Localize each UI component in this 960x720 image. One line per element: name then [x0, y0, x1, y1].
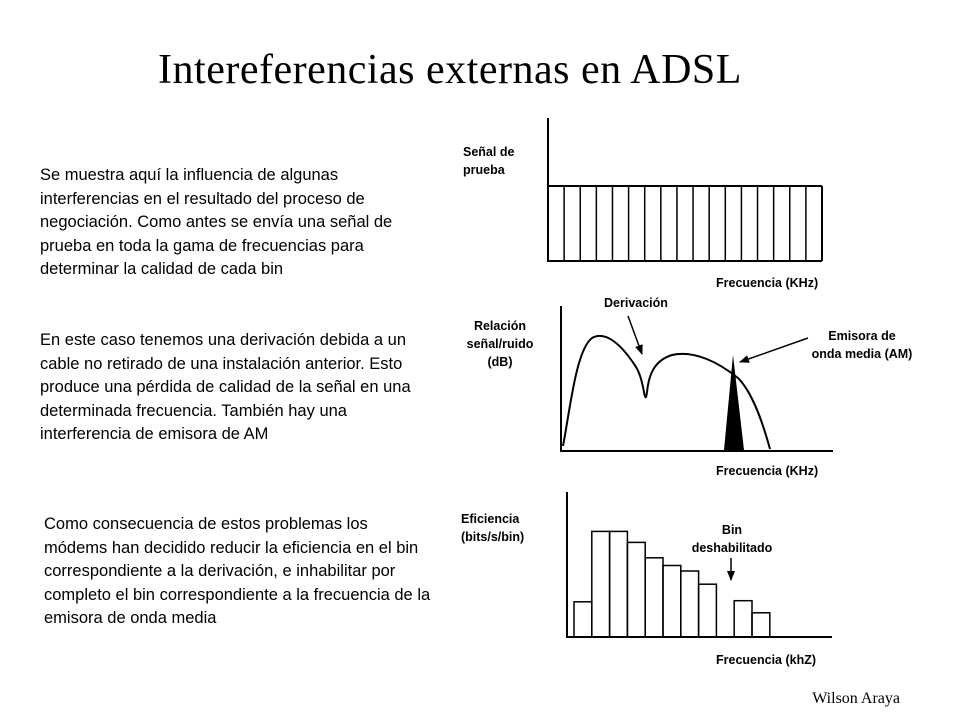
diagram3-y-label: Eficiencia (bits/s/bin) — [461, 512, 525, 544]
derivacion-label: Derivación — [604, 296, 668, 310]
diagram3-efficiency — [566, 492, 832, 638]
efficiency-bar — [573, 601, 593, 638]
diagram2-x-label: Frecuencia (KHz) — [716, 464, 819, 478]
efficiency-bar — [751, 612, 771, 638]
page-title: Intereferencias externas en ADSL — [158, 47, 742, 93]
diagram1-x-label: Frecuencia (KHz) — [716, 276, 819, 290]
efficiency-bar — [644, 557, 664, 638]
bin-deshabilitado-label: Bin deshabilitado — [691, 523, 773, 555]
efficiency-bar — [608, 530, 629, 638]
diagram3-bars — [573, 530, 771, 638]
diagram1-y-label: Señal de prueba — [463, 145, 515, 177]
efficiency-bar — [680, 570, 700, 638]
efficiency-bar — [733, 599, 753, 638]
author-footer: Wilson Araya — [812, 690, 900, 707]
diagram1-test-signal — [547, 118, 823, 262]
paragraph-test-signal: Se muestra aquí la influencia de algunas… — [40, 166, 393, 278]
paragraph-consequence: Como consecuencia de estos problemas los… — [44, 515, 431, 627]
efficiency-bar — [662, 564, 682, 638]
diagram2-y-label: Relación señal/ruido (dB) — [466, 319, 534, 369]
am-interference-spike — [724, 355, 744, 450]
diagram1-bins — [563, 186, 807, 261]
paragraph-derivation: En este caso tenemos una derivación debi… — [40, 331, 411, 443]
diagram2-snr — [560, 306, 833, 452]
efficiency-bar — [591, 530, 611, 638]
efficiency-bar — [626, 541, 646, 638]
efficiency-bar — [697, 583, 718, 638]
diagram3-x-label: Frecuencia (khZ) — [716, 653, 817, 667]
derivacion-arrow — [627, 315, 643, 355]
emisora-arrow — [739, 337, 809, 363]
emisora-label: Emisora de onda media (AM) — [811, 329, 913, 361]
